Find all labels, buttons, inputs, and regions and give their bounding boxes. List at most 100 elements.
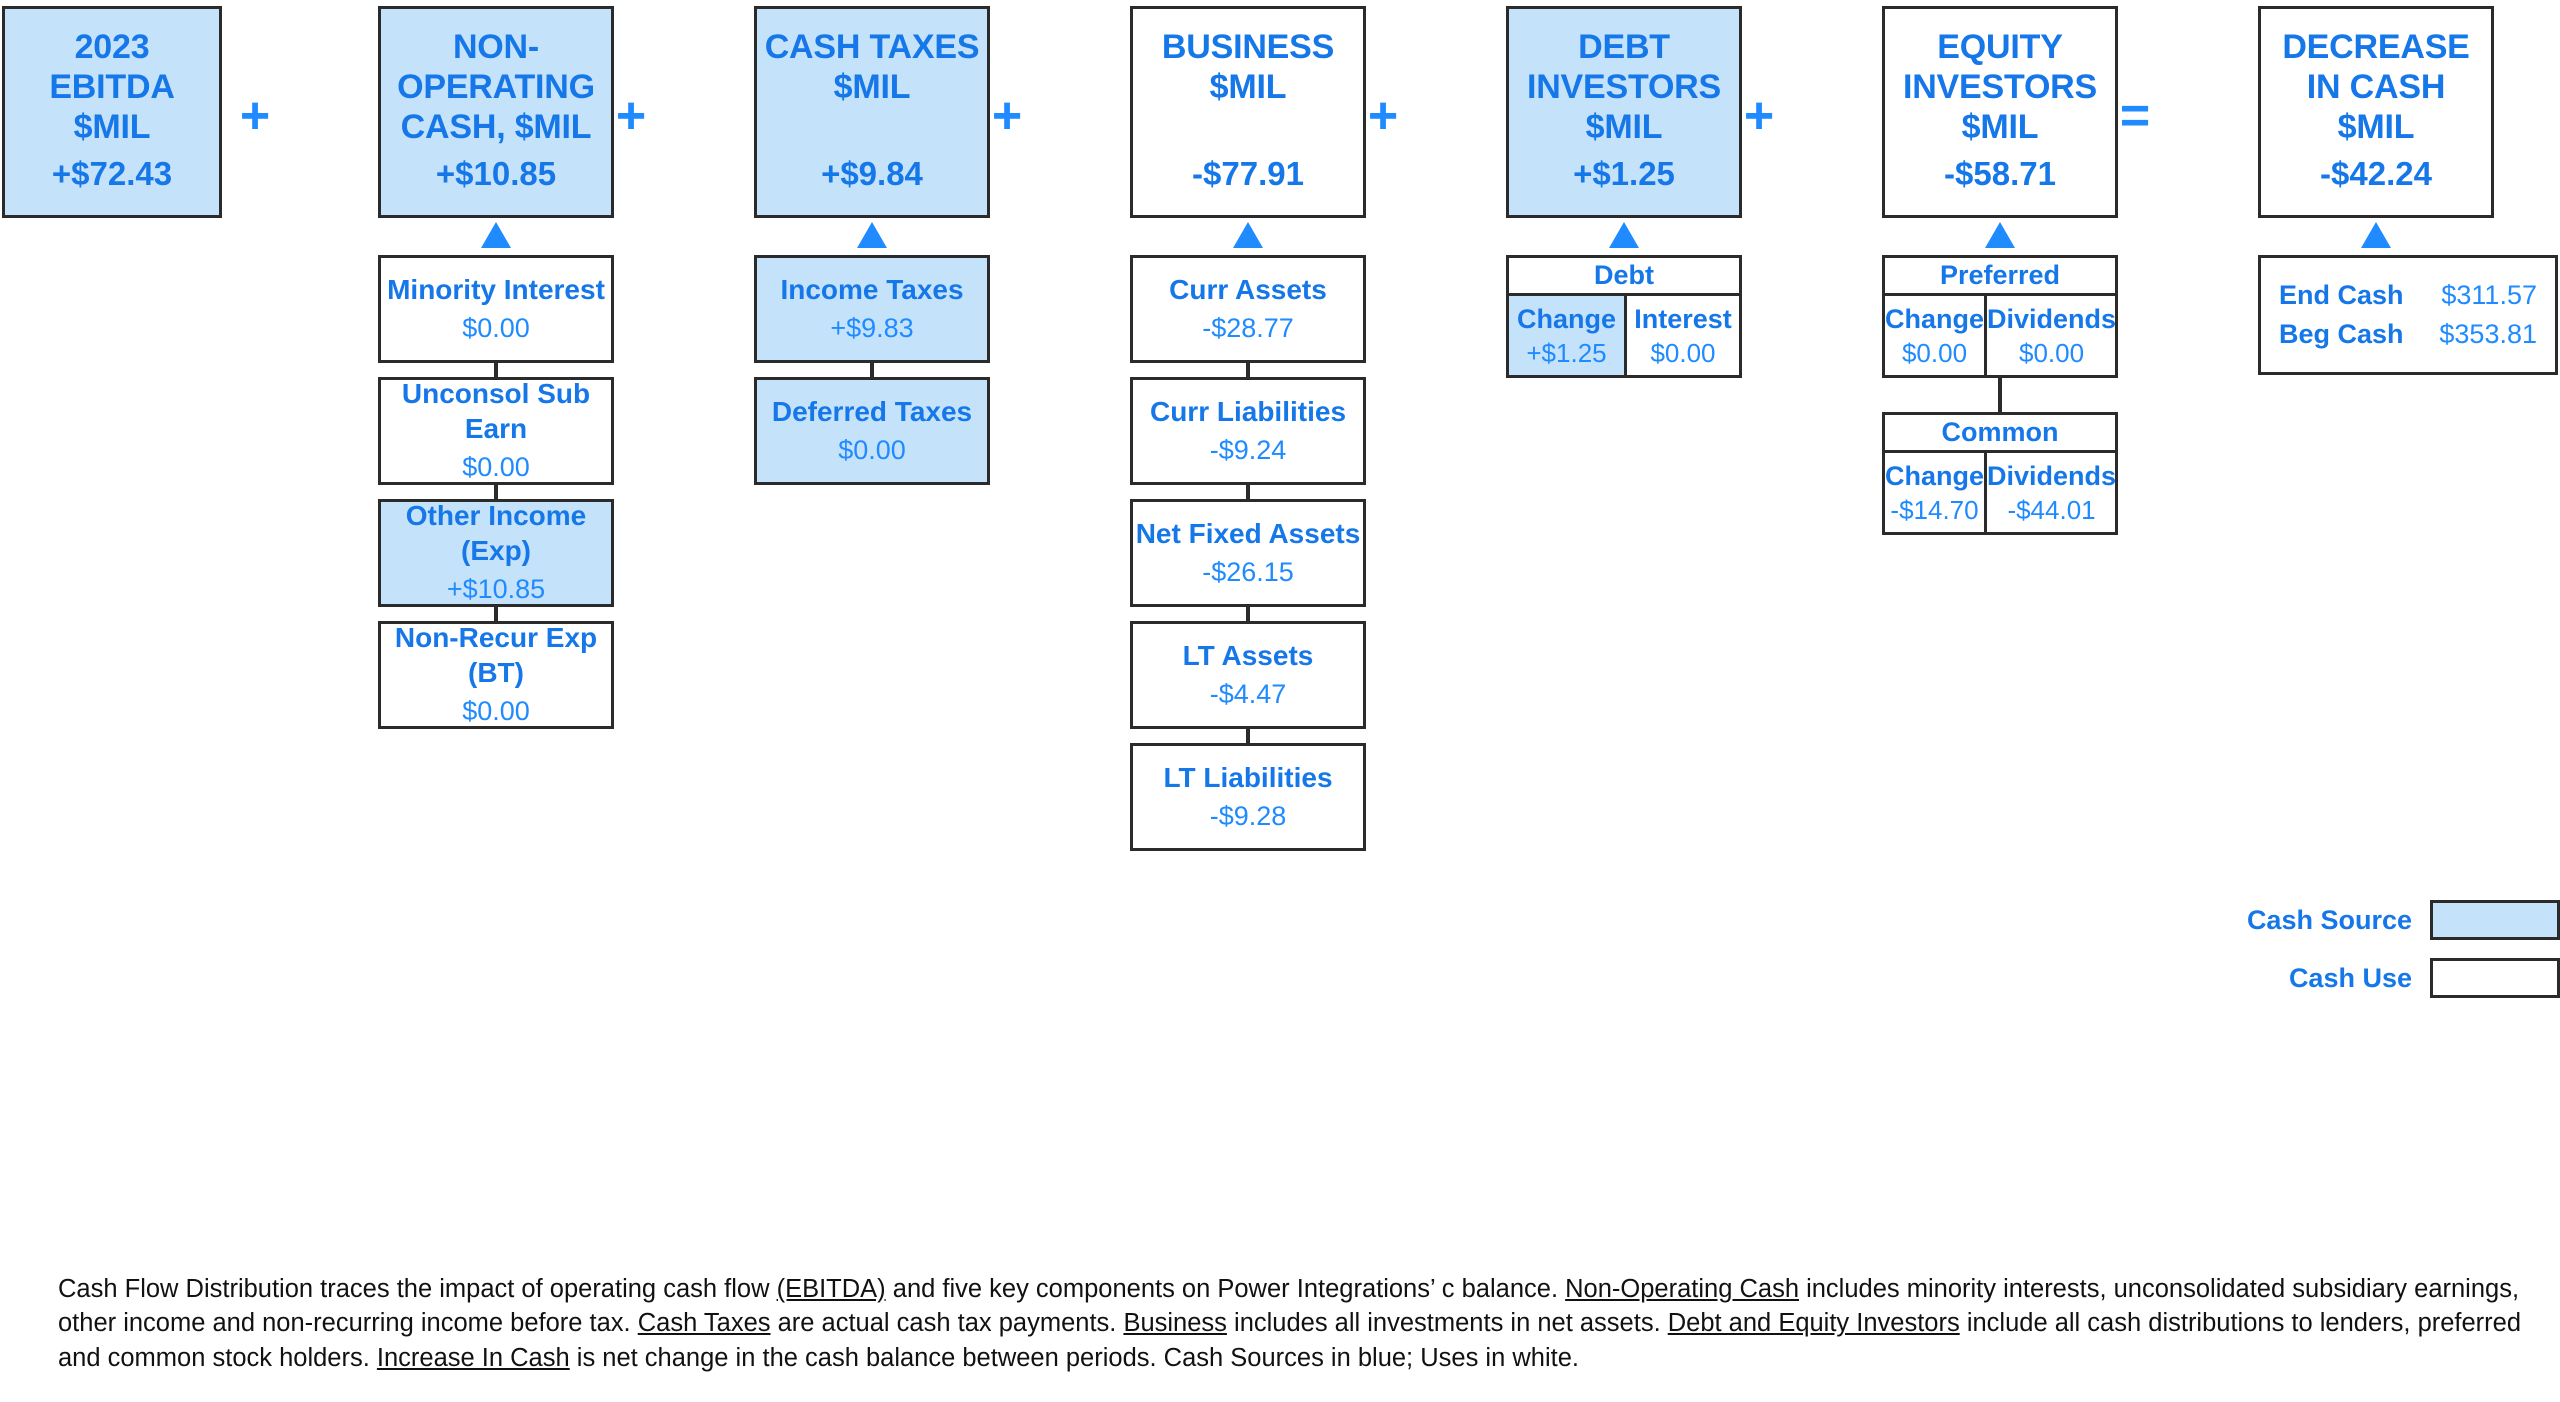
- legend-swatch-source: [2430, 900, 2560, 940]
- detail-label: Other Income (Exp): [405, 500, 587, 567]
- detail-box-other-income-exp: Other Income (Exp) +$10.85: [378, 499, 614, 607]
- operator-plus-2: +: [615, 87, 647, 145]
- detail-value: -$26.15: [1202, 556, 1294, 587]
- detail-box-curr-liabilities: Curr Liabilities -$9.24: [1130, 377, 1366, 485]
- debt-change-cell: Change +$1.25: [1509, 296, 1624, 375]
- detail-box-curr-assets: Curr Assets -$28.77: [1130, 255, 1366, 363]
- preferred-table: Preferred Change $0.00 Dividends $0.00: [1882, 255, 2118, 378]
- preferred-dividends-cell: Dividends $0.00: [1984, 296, 2116, 375]
- detail-box-deferred-taxes: Deferred Taxes $0.00: [754, 377, 990, 485]
- operator-plus-5: +: [1743, 87, 1775, 145]
- up-arrow-icon-cash-taxes: [857, 222, 887, 248]
- legend-label: Cash Use: [2288, 962, 2412, 993]
- column-amount: +$9.84: [821, 155, 923, 192]
- detail-box-unconsol-sub-earn: Unconsol Sub Earn $0.00: [378, 377, 614, 485]
- footnote-term: Debt and Equity Investors: [1667, 1309, 1960, 1338]
- footnote-term: (EBITDA): [776, 1275, 886, 1303]
- detail-label: Income Taxes: [780, 273, 964, 305]
- up-arrow-icon-business: [1233, 222, 1263, 248]
- footnote-term: Business: [1123, 1309, 1227, 1338]
- detail-value: -$4.47: [1209, 678, 1287, 709]
- detail-value: -$28.77: [1202, 312, 1294, 343]
- footnote-text: Cash Flow Distribution traces the impact…: [58, 1272, 2528, 1375]
- cash-summary-key: End Cash: [2279, 279, 2404, 310]
- legend-swatch-use: [2430, 958, 2560, 998]
- cell-value: $0.00: [1901, 337, 1968, 368]
- up-arrow-icon-debt-investors: [1609, 222, 1639, 248]
- up-arrow-icon-decrease-in-cash: [2361, 222, 2391, 248]
- up-arrow-icon-equity-investors: [1985, 222, 2015, 248]
- column-header-business: BUSINESS$MIL -$77.91: [1130, 6, 1366, 218]
- footnote-segment: are actual cash tax payments.: [770, 1309, 1124, 1338]
- preferred-table-header: Preferred: [1885, 258, 2115, 296]
- legend-label: Cash Source: [2246, 904, 2412, 935]
- detail-label: Curr Liabilities: [1149, 395, 1347, 427]
- cash-summary-row-beg: Beg Cash $353.81: [2279, 315, 2537, 354]
- detail-value: $0.00: [462, 312, 530, 343]
- cash-summary-value: $311.57: [2441, 279, 2537, 310]
- cell-value: $0.00: [1650, 337, 1716, 368]
- debt-table: Debt Change +$1.25 Interest $0.00: [1506, 255, 1742, 378]
- detail-box-net-fixed-assets: Net Fixed Assets -$26.15: [1130, 499, 1366, 607]
- detail-label: Curr Assets: [1169, 273, 1327, 305]
- cell-value: +$1.25: [1526, 337, 1607, 368]
- column-amount: +$72.43: [51, 155, 173, 192]
- column-header-cash-taxes: CASH TAXES$MIL +$9.84: [754, 6, 990, 218]
- detail-box-non-recur-exp-bt: Non-Recur Exp (BT) $0.00: [378, 621, 614, 729]
- detail-box-lt-assets: LT Assets -$4.47: [1130, 621, 1366, 729]
- detail-label: LT Liabilities: [1163, 761, 1333, 793]
- column-title: CASH TAXES$MIL: [764, 28, 980, 107]
- footnote-segment: Cash Flow Distribution traces the impact…: [58, 1275, 777, 1303]
- operator-equals: =: [2119, 87, 2151, 145]
- cell-label: Change: [1885, 460, 1985, 491]
- legend-item-cash-use: Cash Use: [2234, 958, 2560, 998]
- column-title: BUSINESS$MIL: [1161, 28, 1335, 107]
- detail-label: Deferred Taxes: [771, 395, 973, 427]
- common-dividends-cell: Dividends -$44.01: [1984, 453, 2116, 532]
- operator-plus-1: +: [239, 87, 271, 145]
- column-amount: -$58.71: [1944, 155, 2056, 192]
- cash-summary-row-end: End Cash $311.57: [2279, 276, 2537, 315]
- detail-label: Minority Interest: [387, 273, 605, 305]
- debt-table-row: Change +$1.25 Interest $0.00: [1509, 296, 1739, 375]
- footnote-segment: includes all investments in net assets.: [1226, 1309, 1668, 1338]
- detail-box-minority-interest: Minority Interest $0.00: [378, 255, 614, 363]
- cell-label: Dividends: [1987, 460, 2117, 491]
- detail-value: +$10.85: [446, 574, 546, 605]
- footnote-segment: includes minority interests, unconsolida…: [58, 1275, 2520, 1338]
- detail-box-income-taxes: Income Taxes +$9.83: [754, 255, 990, 363]
- detail-label: Net Fixed Assets: [1135, 517, 1361, 549]
- cell-value: -$14.70: [1890, 494, 1979, 525]
- operator-plus-4: +: [1367, 87, 1399, 145]
- footnote-term: Non-Operating Cash: [1565, 1275, 1799, 1303]
- detail-value: $0.00: [462, 452, 530, 483]
- cell-label: Interest: [1634, 303, 1732, 334]
- cell-value: $0.00: [2018, 337, 2085, 368]
- detail-value: -$9.24: [1209, 434, 1287, 465]
- footnote-segment: is net change in the cash balance betwee…: [569, 1343, 1579, 1372]
- column-amount: -$42.24: [2320, 155, 2432, 192]
- cash-summary-key: Beg Cash: [2279, 319, 2404, 349]
- cell-label: Dividends: [1987, 303, 2117, 334]
- common-table-header: Common: [1885, 415, 2115, 453]
- common-table-row: Change -$14.70 Dividends -$44.01: [1885, 453, 2116, 532]
- common-change-cell: Change -$14.70: [1885, 453, 1984, 532]
- up-arrow-icon-non-operating-cash: [481, 222, 511, 248]
- debt-table-header: Debt: [1509, 258, 1739, 296]
- footnote-term: Cash Taxes: [637, 1309, 771, 1338]
- detail-value: +$9.83: [830, 312, 914, 343]
- detail-value: $0.00: [838, 434, 906, 465]
- preferred-change-cell: Change $0.00: [1885, 296, 1984, 375]
- footnote-segment: include all cash distributions to lender…: [58, 1309, 2522, 1372]
- operator-plus-3: +: [991, 87, 1023, 145]
